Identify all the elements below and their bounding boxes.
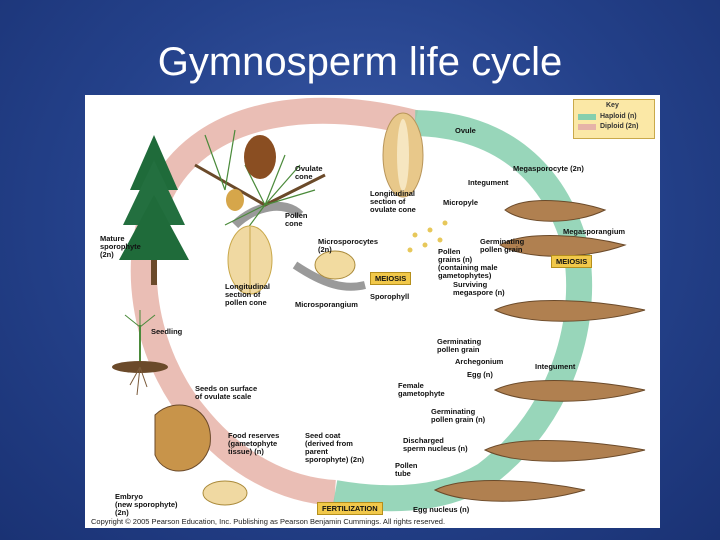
label-archegonium: Archegonium (455, 357, 504, 366)
label-microsporangium: Microsporangium (295, 300, 358, 309)
label-female-gametophyte: Female gametophyte (398, 381, 445, 398)
label-germinating-pollen-top: Germinating pollen grain (480, 237, 525, 254)
haploid-cycle-arrow (332, 110, 593, 512)
label-integument-mid: Integument (535, 362, 576, 371)
label-pollen-grains: Pollen grains (n) (containing male gamet… (438, 247, 498, 280)
label-egg-nucleus: Egg nucleus (n) (413, 505, 470, 514)
inner-arrow-mid (292, 261, 366, 291)
label-pollen-cone: Pollen cone (285, 211, 308, 228)
pollen-grains-scatter (407, 220, 448, 253)
pine-branch (194, 129, 326, 246)
life-cycle-figure: Key Haploid (n) Diploid (2n) Ovule Ovula… (85, 95, 660, 528)
label-mature-sporophyte: Mature sporophyte (2n) (100, 234, 141, 259)
haploid-key-label: Haploid (n) (600, 113, 637, 120)
pollen-cone-section (227, 225, 273, 295)
label-embryo: Embryo (new sporophyte) (2n) (115, 492, 178, 517)
label-megasporocyte: Megasporocyte (2n) (513, 164, 584, 173)
life-cycle-artwork (112, 97, 646, 512)
label-integument-top: Integument (468, 178, 509, 187)
diploid-cycle-arrow (130, 97, 419, 506)
label-seedling: Seedling (151, 327, 183, 336)
label-discharged-sperm: Discharged sperm nucleus (n) (403, 436, 468, 453)
diploid-key-label: Diploid (2n) (600, 123, 639, 130)
label-food-reserves: Food reserves (gametophyte tissue) (n) (228, 431, 280, 456)
fertilization-box: FERTILIZATION (317, 502, 383, 515)
label-longitudinal-ovulate: Longitudinal section of ovulate cone (370, 189, 416, 214)
key-title: Key (606, 102, 619, 109)
copyright-notice: Copyright © 2005 Pearson Education, Inc.… (91, 517, 446, 526)
slide-title: Gymnosperm life cycle (157, 40, 563, 84)
label-egg: Egg (n) (467, 370, 493, 379)
haploid-swatch (578, 114, 596, 120)
label-seed-coat: Seed coat (derived from parent sporophyt… (305, 431, 365, 464)
label-germinating-pollen-mid: Germinating pollen grain (437, 337, 482, 354)
ovule-stages (433, 200, 646, 502)
ovulate-scale (154, 404, 211, 472)
meiosis-box-left: MEIOSIS (370, 272, 412, 285)
label-ovulate-cone: Ovulate cone (295, 164, 323, 181)
mature-sporophyte-tree (119, 135, 189, 285)
ovulate-cone-section (382, 112, 424, 198)
meiosis-box-right: MEIOSIS (551, 255, 593, 268)
diploid-swatch (578, 124, 596, 130)
label-seeds-on-scale: Seeds on surface of ovulate scale (195, 384, 258, 401)
label-sporophyll: Sporophyll (370, 292, 410, 301)
label-micropyle: Micropyle (443, 198, 479, 207)
label-megasporangium: Megasporangium (563, 227, 626, 236)
seedling-drawing (112, 310, 168, 396)
key-legend: Key Haploid (n) Diploid (2n) (573, 99, 655, 139)
label-longitudinal-pollen: Longitudinal section of pollen cone (225, 282, 270, 307)
label-germinating-pollen-low: Germinating pollen grain (n) (431, 407, 486, 424)
microsporangium-drawing (314, 250, 356, 280)
label-pollen-tube: Pollen tube (395, 461, 418, 478)
label-surviving-megaspore: Surviving megaspore (n) (453, 280, 505, 297)
label-microsporocytes: Microsporocytes (2n) (318, 237, 379, 254)
embryo-seed (202, 480, 248, 506)
label-ovule: Ovule (455, 126, 476, 135)
inner-arrow-left (231, 201, 304, 229)
